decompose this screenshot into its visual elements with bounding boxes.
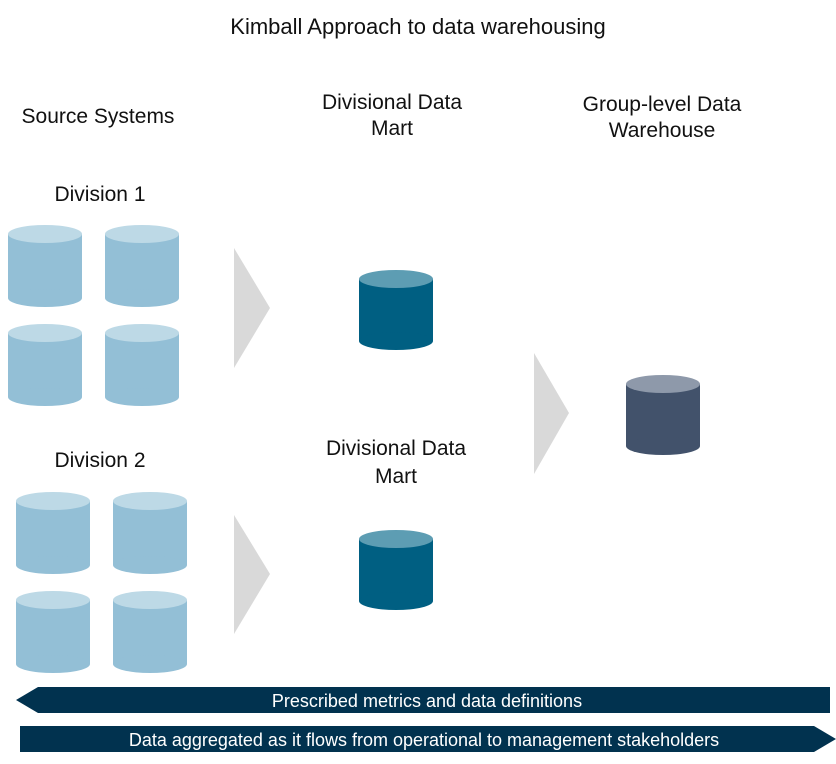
diagram-title: Kimball Approach to data warehousing <box>230 14 606 39</box>
header-line-1: Divisional Data <box>321 91 463 114</box>
header-line-2: Warehouse <box>608 119 716 142</box>
column-header-divisional-data-mart: Divisional Data Mart <box>292 90 492 142</box>
arrow-right-band <box>20 726 836 752</box>
database-icon <box>359 530 433 610</box>
chevron-right-icon <box>534 353 569 474</box>
division-1-label: Division 1 <box>54 183 146 206</box>
database-icon <box>8 324 82 406</box>
column-header-group-level-warehouse: Group-level Data Warehouse <box>562 92 762 144</box>
database-icon <box>8 225 82 307</box>
database-icon <box>359 270 433 350</box>
column-header-source-systems: Source Systems <box>21 105 175 128</box>
database-icon <box>113 591 187 673</box>
database-icon <box>105 324 179 406</box>
band-top-text: Prescribed metrics and data definitions <box>272 691 582 711</box>
label-line-2: Mart <box>375 465 417 488</box>
database-icon <box>16 492 90 574</box>
database-icon <box>626 375 700 455</box>
header-line-2: Mart <box>371 117 413 140</box>
divisional-data-mart-2-label: Divisional Data Mart <box>296 435 496 491</box>
label-line-1: Divisional Data <box>325 437 467 460</box>
band-bottom-text: Data aggregated as it flows from operati… <box>129 730 719 750</box>
division-2-label: Division 2 <box>54 449 146 472</box>
database-icon <box>113 492 187 574</box>
arrow-left-band <box>16 687 830 713</box>
header-line-1: Group-level Data <box>582 93 742 116</box>
database-icon <box>16 591 90 673</box>
chevron-right-icon <box>234 515 270 634</box>
chevron-right-icon <box>234 248 270 368</box>
database-icon <box>105 225 179 307</box>
